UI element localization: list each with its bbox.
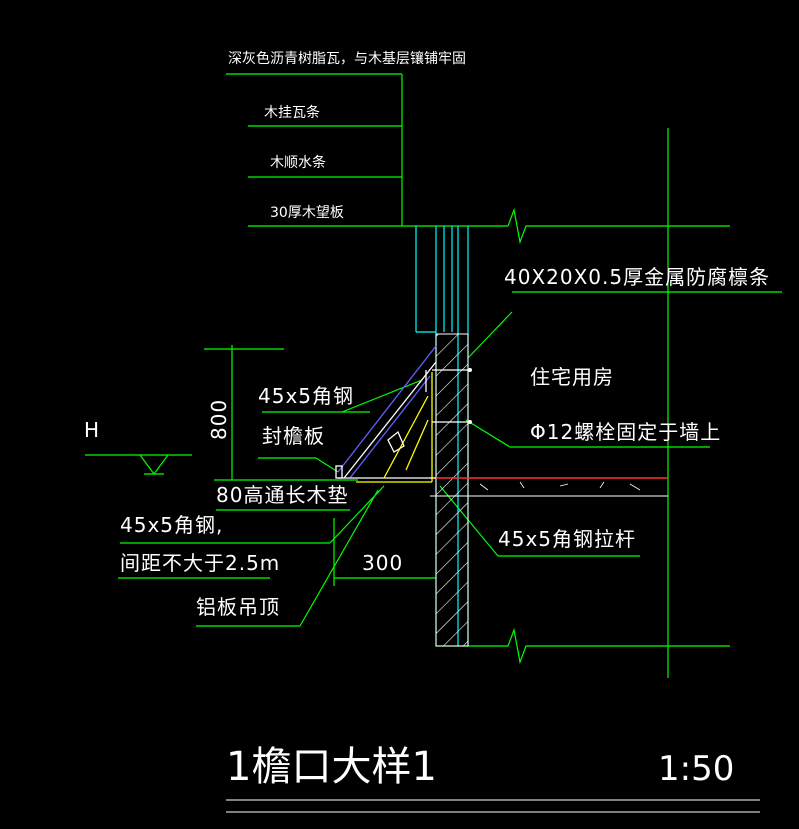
dimension-height: 800 xyxy=(207,399,231,440)
label-fascia: 封檐板 xyxy=(262,424,325,448)
label-aluminum-ceiling: 铝板吊顶 xyxy=(196,595,280,619)
label-tie-rod: 45x5角钢拉杆 xyxy=(498,527,636,551)
label-plywood: 30厚木望板 xyxy=(270,205,344,221)
title-underlines xyxy=(226,799,760,813)
label-wood-pad: 80高通长木垫 xyxy=(216,483,348,507)
masonry-wall xyxy=(435,333,469,647)
eave-frame xyxy=(335,345,472,483)
leader-lines xyxy=(85,73,782,678)
label-bolt: Φ12螺栓固定于墙上 xyxy=(530,420,721,444)
label-angle-spacing-2: 间距不大于2.5m xyxy=(120,551,280,575)
floor-slab xyxy=(430,477,668,497)
dimension-width: 300 xyxy=(362,551,403,575)
label-asphalt-tile: 深灰色沥青树脂瓦，与木基层镶铺牢固 xyxy=(228,50,466,67)
label-residence: 住宅用房 xyxy=(530,365,614,389)
label-wood-counter-batten: 木顺水条 xyxy=(270,154,326,171)
label-angle-spacing-1: 45x5角钢, xyxy=(120,513,223,537)
drawing-title: 1檐口大样1 xyxy=(226,744,437,790)
drawing-scale: 1:50 xyxy=(658,749,734,789)
label-metal-purlin: 40X20X0.5厚金属防腐檩条 xyxy=(504,265,770,289)
label-angle-steel: 45x5角钢 xyxy=(258,384,354,408)
label-datum-h: H xyxy=(84,418,100,442)
label-wood-tile-batten: 木挂瓦条 xyxy=(264,104,320,121)
